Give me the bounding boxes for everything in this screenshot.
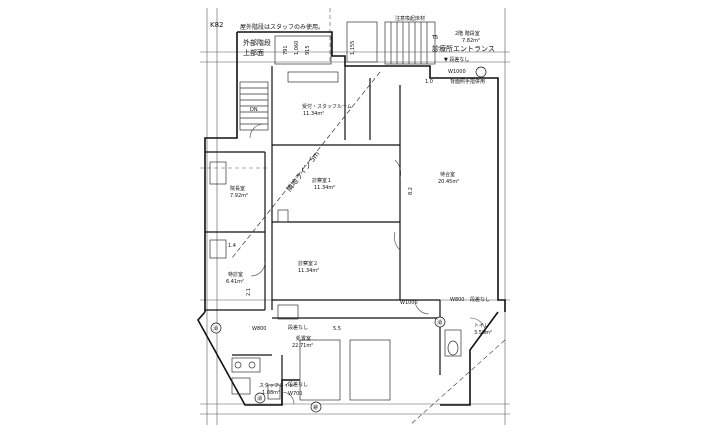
dim-8-2: 8.2 <box>408 187 414 195</box>
room-toilet-name: トイレ <box>474 323 489 329</box>
room-special-name: 特診室 <box>228 271 243 278</box>
door-swings <box>249 123 487 405</box>
extinguisher-mark-c <box>254 392 266 404</box>
step-none-b: 段差なし <box>288 324 308 331</box>
room-reception-name: 受付・スタッフルーム <box>302 103 352 110</box>
room-director-name: 院長室 <box>230 185 245 192</box>
dim-5-5: 5.5 <box>333 326 341 332</box>
room-toilet-area: 3.50m² <box>474 330 492 336</box>
note-top: 屋外階段はスタッフのみ使用。 <box>240 23 324 31</box>
drawing-code: K82 <box>210 21 224 29</box>
floor-label: 2階 階段室 <box>455 30 480 37</box>
stair-label-1: 外部階段 <box>243 38 271 47</box>
stair-label-2: 上部面 <box>243 48 264 57</box>
evacuation-mark <box>310 401 322 413</box>
door-w800-a: W800 <box>450 297 465 303</box>
room-staff-toilet-area: 1.08m² <box>262 390 280 396</box>
entrance-dim: 1.0 <box>425 79 433 85</box>
room-treatment-area: 22.71m² <box>292 343 313 349</box>
dim-stair-3: 915 <box>305 45 311 55</box>
dim-1-4: 1.4 <box>228 243 236 249</box>
room-director-area: 7.92m² <box>230 193 248 199</box>
door-w1000: W1000 <box>400 300 418 306</box>
extinguisher-mark-b <box>434 316 446 328</box>
outer-walls <box>197 31 506 406</box>
door-w800-b: W800 <box>252 326 267 332</box>
room-treatment-name: 処置室 <box>296 335 311 342</box>
step-none-a: 段差なし <box>470 296 490 303</box>
room-exam1-area: 11.34m² <box>314 185 335 191</box>
extinguisher-mark-top <box>475 66 487 78</box>
mark-b-text: 消 <box>437 319 442 326</box>
mark-a-text: 消 <box>213 325 218 332</box>
room-exam2-area: 11.34m² <box>298 268 319 274</box>
floor-area: 7.82m² <box>462 38 480 44</box>
entrance-label: 診療所エントランス <box>432 44 495 53</box>
mark-d-text: 避 <box>313 404 318 411</box>
entrance-handrail: 背面照手摺併用 <box>450 78 485 85</box>
label-dn: DN <box>250 107 258 113</box>
dim-stair-2: 1,060 <box>294 41 300 55</box>
interior-stair <box>346 21 436 65</box>
room-waiting-area: 20.45m² <box>438 179 459 185</box>
entrance-door-width: W1000 <box>448 69 466 75</box>
dim-2-1: 2.1 <box>246 288 252 296</box>
room-exam1-name: 診察室１ <box>312 177 332 184</box>
entrance-note: ▼ 段差なし <box>444 56 469 63</box>
step-none-c: 段差なし <box>288 381 308 388</box>
room-exam2-name: 診察室２ <box>298 260 318 267</box>
boundary-diagonal-line-2 <box>409 339 506 426</box>
room-reception-area: 11.34m² <box>303 111 324 117</box>
fixtures <box>209 71 462 401</box>
door-w700: W700 <box>288 391 303 397</box>
mark-c-text: 消 <box>257 395 262 402</box>
note-right: 注意喚起床材 <box>395 15 425 22</box>
inner-walls <box>205 66 441 405</box>
room-special-area: 6.41m² <box>226 279 244 285</box>
room-waiting-name: 待合室 <box>440 171 455 178</box>
dim-stair-1: 791 <box>283 45 289 55</box>
dim-stair-4: 1,155 <box>350 41 356 55</box>
dim-t5: T5 <box>431 35 438 41</box>
room-staff-toilet-name: スタッフトイレ <box>259 382 294 389</box>
extinguisher-mark-a <box>210 322 222 334</box>
